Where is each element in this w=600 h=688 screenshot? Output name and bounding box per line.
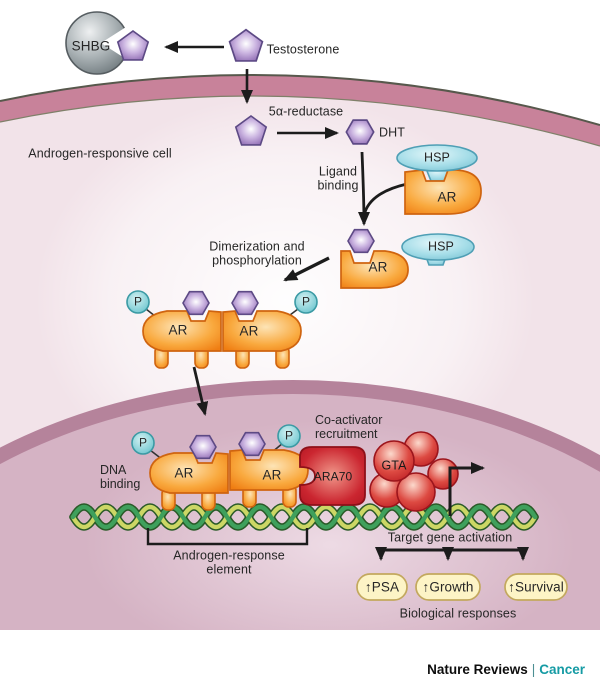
cell-label: Androgen-responsive cell [28, 146, 172, 161]
ara70-label: ARA70 [313, 469, 353, 484]
transcription-arrow [448, 462, 485, 516]
ara70-coactivator [299, 446, 366, 506]
phospho-label-1: P [133, 294, 143, 309]
ar-label-1: AR [437, 189, 457, 205]
dht-label: DHT [379, 125, 405, 140]
hsp-label-1: HSP [423, 150, 451, 165]
dht-hexagon-icon [345, 119, 375, 145]
target-gene-arrows [375, 547, 529, 561]
nuclear-translocation-arrow [192, 366, 209, 416]
ar-dht-complex [340, 228, 409, 289]
phospho-label-4: P [284, 428, 294, 443]
reductase-label: 5α-reductase [268, 104, 344, 119]
gta-label: GTA [381, 458, 407, 473]
ar-dimer-nucleus [131, 424, 309, 511]
journal-name: Cancer [539, 662, 585, 677]
dimerization-arrow [283, 256, 330, 282]
ligand-binding-label: Ligand binding [317, 164, 359, 192]
journal-credit: Nature Reviews|Cancer [427, 662, 585, 677]
testosterone-label: Testosterone [266, 42, 340, 57]
response-survival: ↑Survival [508, 579, 564, 595]
ar-label-nuclear-right: AR [262, 467, 282, 483]
ar-dimer-cytoplasm [126, 290, 318, 369]
ar-hsp-complex [396, 144, 482, 215]
phospho-label-3: P [138, 435, 148, 450]
testosterone-pentagon-icon [228, 28, 264, 62]
brand-text: Nature Reviews [427, 662, 528, 677]
coactivator-label: Co-activator recruitment [315, 413, 383, 441]
ar-label-nuclear-left: AR [174, 465, 194, 481]
response-growth: ↑Growth [422, 579, 474, 595]
biological-responses-label: Biological responses [399, 606, 517, 621]
dna-binding-label: DNA binding [100, 463, 141, 491]
ar-label-dimer-left: AR [168, 322, 188, 338]
are-bracket [146, 528, 309, 546]
ar-label-dimer-right: AR [239, 323, 259, 339]
dimerization-label: Dimerization and phosphorylation [209, 239, 305, 267]
ligand-binding-arrow [357, 151, 370, 226]
brand-separator: | [531, 662, 536, 677]
ligand-binding-curve [363, 182, 408, 213]
shbg-label: SHBG [71, 38, 111, 54]
hsp-released [401, 233, 475, 266]
ar-label-2: AR [368, 259, 388, 275]
phospho-label-2: P [301, 294, 311, 309]
response-psa: ↑PSA [364, 579, 400, 595]
target-gene-label: Target gene activation [387, 530, 513, 545]
hsp-label-2: HSP [427, 239, 455, 254]
dna-helix [69, 503, 539, 531]
response-ovals [356, 573, 568, 601]
are-label: Androgen-response element [173, 548, 285, 576]
